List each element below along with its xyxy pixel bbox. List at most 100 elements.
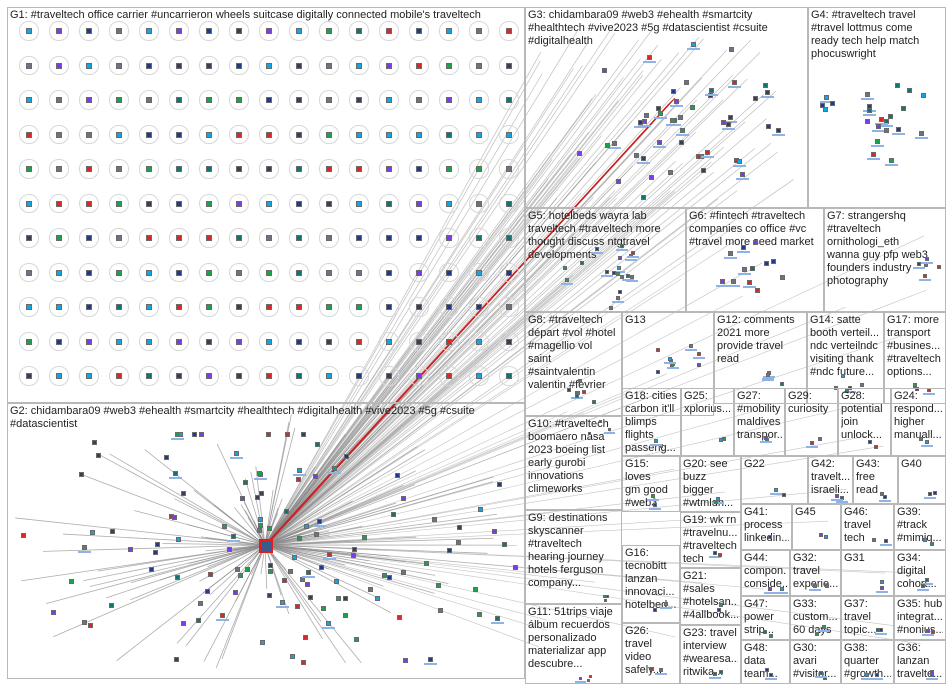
vertex-node[interactable] — [879, 116, 885, 122]
vertex-node[interactable] — [923, 274, 928, 279]
vertex-node[interactable] — [506, 235, 512, 241]
vertex-node[interactable] — [146, 62, 152, 69]
vertex-node[interactable] — [26, 131, 32, 138]
vertex-node[interactable] — [292, 555, 298, 561]
vertex-node[interactable] — [895, 126, 901, 132]
vertex-node[interactable] — [86, 304, 92, 310]
vertex-node[interactable] — [26, 28, 32, 34]
vertex-node[interactable] — [300, 659, 306, 665]
vertex-node[interactable] — [416, 269, 422, 276]
vertex-node[interactable] — [764, 668, 769, 673]
vertex-node[interactable] — [353, 636, 359, 642]
vertex-node[interactable] — [386, 304, 392, 310]
vertex-node[interactable] — [586, 679, 590, 683]
vertex-node[interactable] — [844, 389, 849, 394]
vertex-node[interactable] — [740, 245, 746, 251]
vertex-node[interactable] — [619, 274, 624, 279]
vertex-node[interactable] — [416, 304, 422, 310]
vertex-node[interactable] — [924, 440, 929, 445]
vertex-node[interactable] — [755, 287, 761, 293]
vertex-node[interactable] — [116, 62, 122, 69]
vertex-node[interactable] — [180, 490, 186, 496]
vertex-node[interactable] — [26, 269, 32, 276]
vertex-node[interactable] — [146, 269, 152, 276]
vertex-node[interactable] — [575, 391, 580, 396]
vertex-node[interactable] — [700, 167, 706, 173]
vertex-node[interactable] — [397, 614, 403, 620]
vertex-node[interactable] — [476, 269, 482, 276]
vertex-node[interactable] — [81, 545, 87, 551]
vertex-node[interactable] — [254, 494, 260, 500]
vertex-node[interactable] — [146, 131, 152, 138]
vertex-node[interactable] — [266, 166, 272, 172]
vertex-node[interactable] — [576, 151, 582, 157]
vertex-node[interactable] — [809, 440, 814, 445]
vertex-node[interactable] — [780, 381, 785, 386]
vertex-node[interactable] — [641, 195, 647, 201]
vertex-node[interactable] — [634, 153, 640, 159]
vertex-node[interactable] — [446, 304, 452, 310]
vertex-node[interactable] — [820, 102, 826, 108]
vertex-node[interactable] — [667, 357, 672, 362]
vertex-node[interactable] — [691, 41, 697, 47]
vertex-node[interactable] — [368, 587, 374, 593]
vertex-node[interactable] — [259, 640, 265, 646]
vertex-node[interactable] — [920, 583, 925, 588]
vertex-node[interactable] — [351, 552, 357, 558]
vertex-node[interactable] — [326, 28, 332, 34]
vertex-node[interactable] — [401, 570, 407, 576]
vertex-node[interactable] — [116, 28, 122, 34]
vertex-node[interactable] — [312, 473, 318, 479]
vertex-node[interactable] — [652, 607, 657, 612]
vertex-node[interactable] — [763, 435, 768, 440]
vertex-node[interactable] — [26, 97, 32, 103]
vertex-node[interactable] — [231, 533, 237, 539]
vertex-node[interactable] — [616, 296, 621, 301]
vertex-node[interactable] — [266, 235, 272, 241]
vertex-node[interactable] — [26, 338, 32, 345]
vertex-node[interactable] — [127, 547, 133, 553]
vertex-node[interactable] — [889, 157, 895, 163]
vertex-node[interactable] — [386, 269, 392, 276]
vertex-node[interactable] — [221, 524, 227, 530]
vertex-node[interactable] — [719, 278, 725, 284]
vertex-node[interactable] — [823, 106, 829, 112]
vertex-node[interactable] — [86, 97, 92, 103]
vertex-node[interactable] — [930, 629, 935, 634]
vertex-node[interactable] — [625, 273, 630, 278]
vertex-node[interactable] — [296, 131, 302, 138]
vertex-node[interactable] — [26, 304, 32, 310]
vertex-node[interactable] — [930, 669, 935, 674]
vertex-node[interactable] — [712, 550, 717, 555]
vertex-node[interactable] — [400, 495, 406, 501]
vertex-node[interactable] — [865, 92, 871, 98]
vertex-node[interactable] — [176, 97, 182, 103]
vertex-node[interactable] — [344, 453, 350, 459]
vertex-node[interactable] — [780, 274, 786, 280]
vertex-node[interactable] — [704, 150, 710, 156]
vertex-node[interactable] — [718, 669, 723, 674]
vertex-node[interactable] — [674, 98, 680, 104]
vertex-node[interactable] — [424, 561, 430, 567]
vertex-node[interactable] — [116, 269, 122, 276]
vertex-node[interactable] — [847, 385, 852, 390]
vertex-node[interactable] — [580, 261, 585, 266]
vertex-node[interactable] — [284, 509, 290, 515]
vertex-node[interactable] — [116, 338, 122, 345]
vertex-node[interactable] — [447, 548, 453, 554]
vertex-node[interactable] — [615, 271, 620, 276]
vertex-node[interactable] — [296, 28, 302, 34]
vertex-node[interactable] — [879, 579, 884, 584]
vertex-node[interactable] — [78, 471, 84, 477]
vertex-node[interactable] — [315, 442, 321, 448]
vertex-node[interactable] — [266, 28, 272, 34]
vertex-node[interactable] — [930, 541, 935, 546]
vertex-node[interactable] — [256, 470, 262, 476]
vertex-node[interactable] — [146, 200, 152, 207]
vertex-node[interactable] — [343, 595, 349, 601]
vertex-node[interactable] — [865, 673, 870, 678]
vertex-node[interactable] — [667, 169, 673, 175]
vertex-node[interactable] — [332, 465, 338, 471]
vertex-node[interactable] — [267, 568, 273, 574]
vertex-node[interactable] — [236, 28, 242, 34]
